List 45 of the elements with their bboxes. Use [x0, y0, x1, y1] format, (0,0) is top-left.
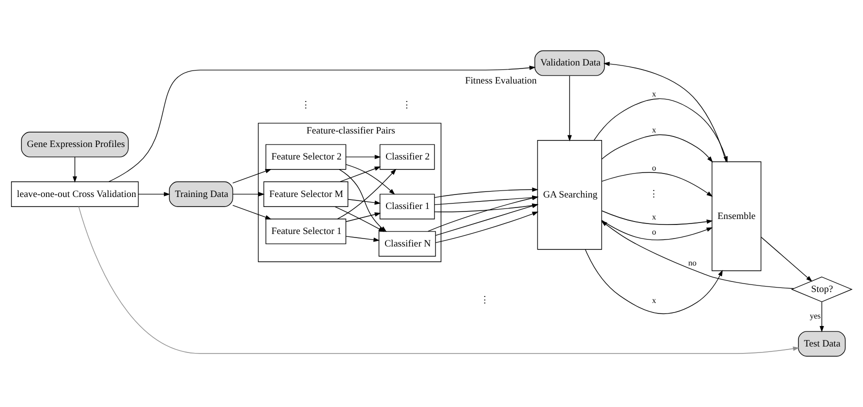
arrow [72, 156, 78, 183]
arrow [602, 172, 713, 197]
arrow [346, 236, 380, 242]
arrow [232, 169, 272, 184]
arrow [232, 205, 272, 220]
label: ⋮ [480, 294, 490, 306]
arrow [337, 168, 396, 220]
arrow [567, 75, 572, 142]
label: ⋮ [300, 100, 311, 111]
arrow [603, 62, 726, 162]
arrow [232, 192, 265, 196]
node-box: Feature Selector 1 [266, 218, 346, 244]
arrow [138, 192, 170, 196]
node-box: Gene Expression Profiles [21, 132, 129, 158]
node-box: Training Data [168, 181, 234, 207]
node-box: Feature Selector 2 [266, 144, 346, 170]
arrow [78, 206, 800, 354]
node-box: Validation Data [534, 50, 605, 76]
arrow [108, 66, 536, 182]
arrow [346, 212, 381, 222]
arrow [602, 210, 713, 225]
label: ⋮ [402, 100, 412, 111]
node-box: leave-one-out Cross Validation [11, 181, 139, 207]
node-box: Test Data [798, 331, 846, 357]
arrow [760, 236, 812, 282]
node-box: Classifier 1 [380, 194, 435, 220]
arrow [346, 164, 396, 195]
arrow [334, 206, 385, 232]
arrow [435, 212, 538, 243]
arrow [601, 220, 794, 289]
node-box: GA Searching [537, 140, 602, 250]
label: ⋮ [649, 188, 660, 200]
arrow [348, 199, 381, 205]
node-box: Classifier N [378, 231, 436, 257]
arrow [346, 154, 381, 160]
arrow [340, 166, 381, 182]
node-box: Ensemble [712, 161, 762, 272]
arrow [434, 187, 538, 198]
arrow [820, 302, 824, 332]
arrow [601, 134, 713, 163]
node-box: Classifier 2 [380, 144, 435, 170]
node-label: Fitness Evaluation [465, 75, 537, 86]
node-box: Feature Selector M [263, 181, 348, 207]
arrow [602, 220, 713, 240]
arrow [585, 249, 723, 314]
